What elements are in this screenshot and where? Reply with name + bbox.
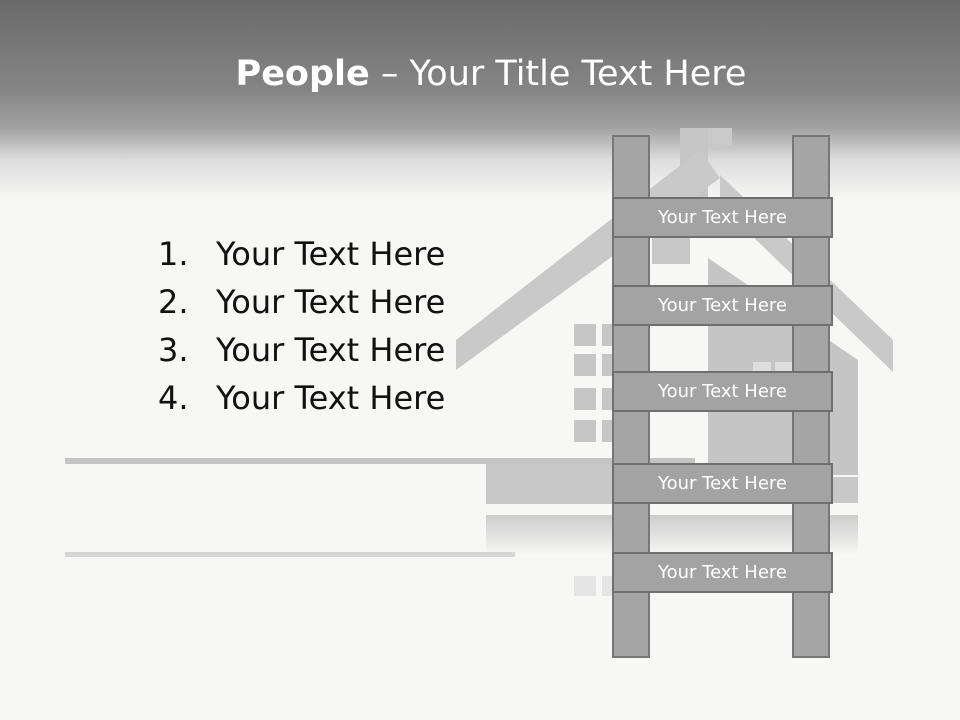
title-rest: – Your Title Text Here <box>380 54 747 94</box>
list-item: 2. Your Text Here <box>158 278 445 326</box>
list-item-number: 4. <box>158 379 189 417</box>
ladder-rung-1: Your Text Here <box>612 197 833 238</box>
list-item-text: Your Text Here <box>216 235 446 273</box>
list-item-text: Your Text Here <box>216 331 446 369</box>
title-bold: People <box>235 54 370 94</box>
slide-title: People – Your Title Text Here <box>0 52 960 96</box>
ladder-rung-4: Your Text Here <box>612 463 833 504</box>
list-item-number: 3. <box>158 331 189 369</box>
list-item-text: Your Text Here <box>216 379 446 417</box>
list-item-text: Your Text Here <box>216 283 446 321</box>
numbered-list: 1. Your Text Here 2. Your Text Here 3. Your… <box>158 230 445 422</box>
list-item-number: 1. <box>158 235 189 273</box>
ladder-rung-3: Your Text Here <box>612 371 833 412</box>
list-item: 3. Your Text Here <box>158 326 445 374</box>
list-item: 4. Your Text Here <box>158 374 445 422</box>
ladder-rung-2: Your Text Here <box>612 285 833 326</box>
list-item: 1. Your Text Here <box>158 230 445 278</box>
list-item-number: 2. <box>158 283 189 321</box>
ladder-rung-5: Your Text Here <box>612 552 833 593</box>
